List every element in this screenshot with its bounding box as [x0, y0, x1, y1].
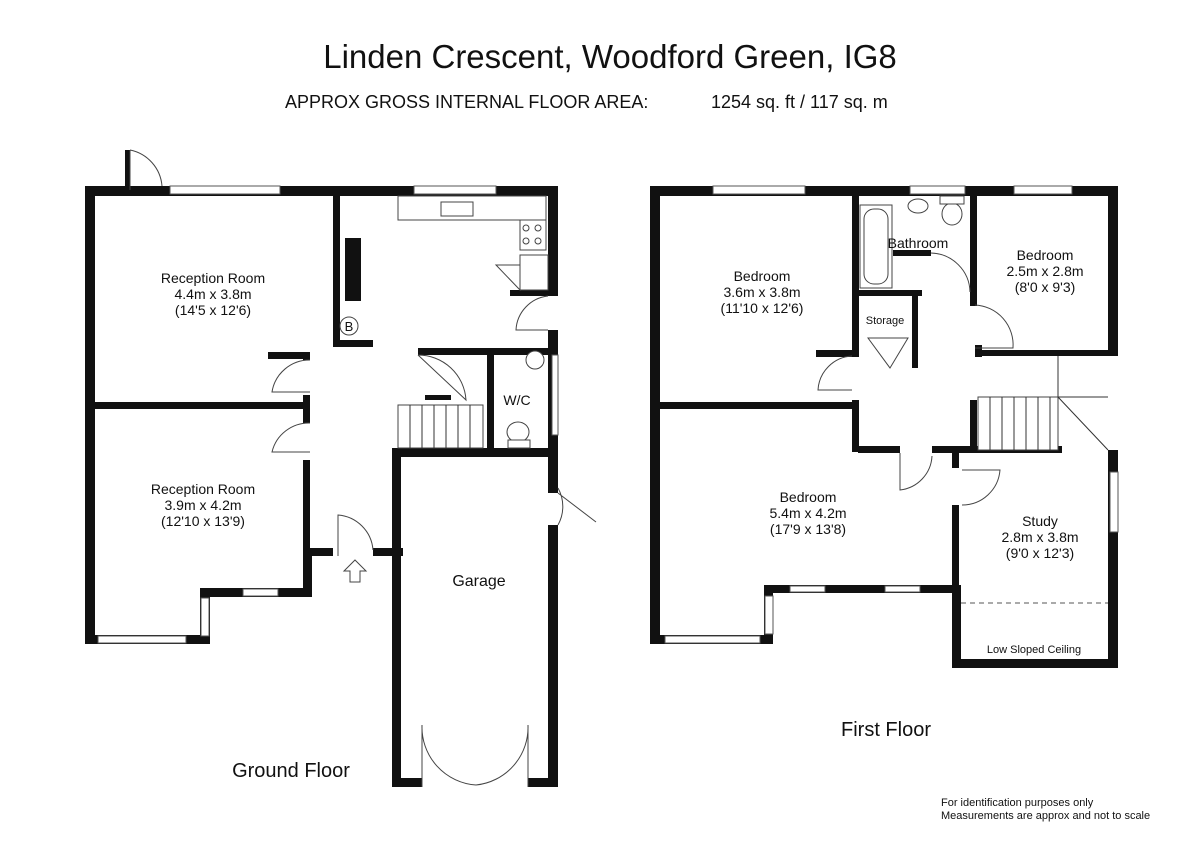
room-reception-1-name: Reception Room: [161, 270, 265, 286]
room-study-imperial: (9'0 x 12'3): [1006, 545, 1074, 561]
room-reception-2-metric: 3.9m x 4.2m: [164, 497, 241, 513]
room-study-metric: 2.8m x 3.8m: [1001, 529, 1078, 545]
floor-area-value: 1254 sq. ft / 117 sq. m: [711, 92, 888, 112]
disclaimer-line-1: For identification purposes only: [941, 797, 1094, 809]
room-wc-name: W/C: [503, 392, 530, 408]
room-reception-1-metric: 4.4m x 3.8m: [174, 286, 251, 302]
room-bathroom-name: Bathroom: [888, 235, 949, 251]
room-storage-name: Storage: [866, 315, 905, 327]
page-title: Linden Crescent, Woodford Green, IG8: [323, 38, 897, 75]
room-bedroom-3-metric: 5.4m x 4.2m: [769, 505, 846, 521]
ground-floor-plan: B Reception Room 4.4m x 3.8m (14'5 x 12'…: [85, 149, 597, 787]
disclaimer-line-2: Measurements are approx and not to scale: [941, 810, 1150, 822]
room-study-name: Study: [1022, 513, 1058, 529]
boiler-symbol: B: [345, 319, 354, 334]
room-bedroom-3-name: Bedroom: [780, 489, 837, 505]
floor-area-label: APPROX GROSS INTERNAL FLOOR AREA:: [285, 92, 648, 112]
low-ceiling-note: Low Sloped Ceiling: [987, 644, 1081, 656]
boiler-icon: [339, 316, 359, 336]
first-floor-plan: Bedroom 3.6m x 3.8m (11'10 x 12'6) Bathr…: [650, 185, 1119, 741]
ground-floor-label: Ground Floor: [232, 760, 350, 782]
room-bedroom-2-metric: 2.5m x 2.8m: [1006, 263, 1083, 279]
first-floor-label: First Floor: [841, 719, 931, 741]
room-garage-name: Garage: [452, 573, 505, 590]
room-bedroom-1-imperial: (11'10 x 12'6): [721, 300, 804, 316]
room-bedroom-2-imperial: (8'0 x 9'3): [1015, 279, 1076, 295]
entrance-arrow-icon: [342, 559, 368, 583]
room-bedroom-3-imperial: (17'9 x 13'8): [770, 521, 846, 537]
room-bedroom-1-metric: 3.6m x 3.8m: [723, 284, 800, 300]
room-reception-2-name: Reception Room: [151, 481, 255, 497]
room-bedroom-1-name: Bedroom: [734, 268, 791, 284]
room-reception-1-imperial: (14'5 x 12'6): [175, 302, 251, 318]
room-reception-2-imperial: (12'10 x 13'9): [161, 513, 245, 529]
room-bedroom-2-name: Bedroom: [1017, 247, 1074, 263]
